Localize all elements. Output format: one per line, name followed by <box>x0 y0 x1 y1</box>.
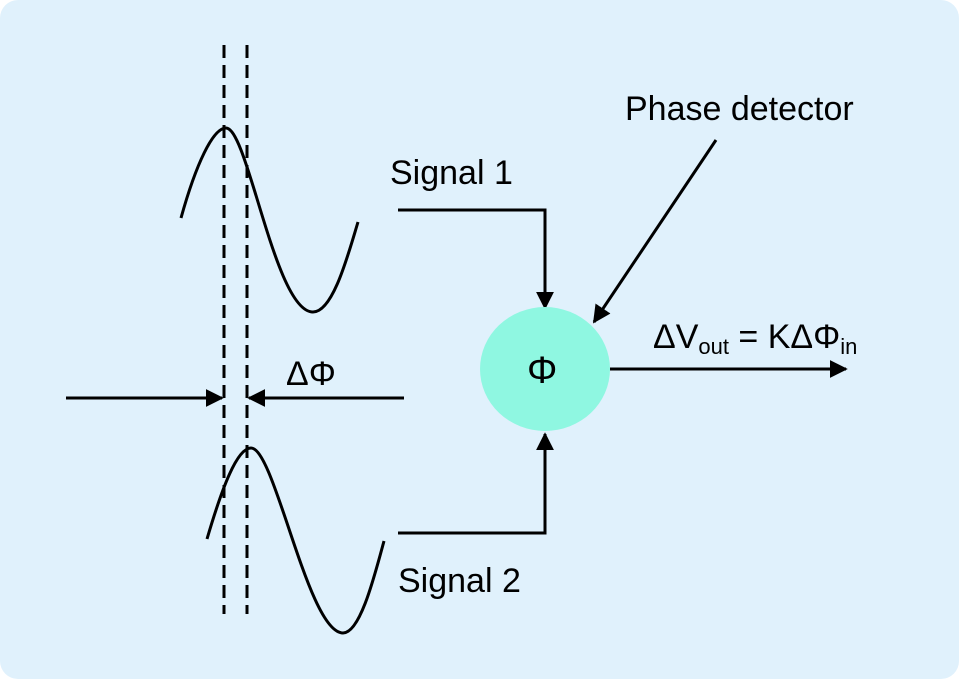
output-equation-lhs: ΔV <box>653 318 699 356</box>
signal2-label: Signal 2 <box>398 562 521 600</box>
detector-phi-symbol: Φ <box>527 350 558 392</box>
output-equation: ΔVout = KΔΦin <box>653 320 857 358</box>
signal2-waveform <box>205 446 386 635</box>
phase-detector-circle <box>480 307 610 431</box>
output-equation-lhs-subscript: out <box>698 334 729 359</box>
phase-detector-pointer-arrow <box>592 139 718 324</box>
delta-phi-label: ΔΦ <box>286 355 336 393</box>
signal2-input-arrow <box>398 432 554 535</box>
output-equation-rhs: = KΔΦ <box>728 318 841 356</box>
signal1-label: Signal 1 <box>390 154 513 192</box>
output-equation-rhs-subscript: in <box>840 334 858 359</box>
phase-detector-label: Phase detector <box>625 90 854 128</box>
signal1-input-arrow <box>398 208 554 310</box>
signal1-waveform <box>179 126 360 314</box>
